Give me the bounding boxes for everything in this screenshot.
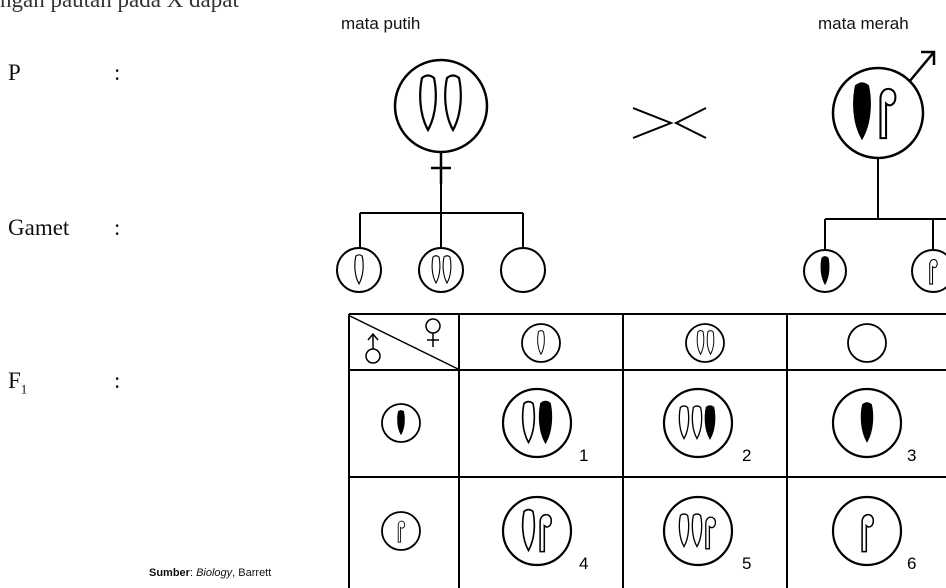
offspring-1-number: 1 [579,446,588,465]
female-symbol-icon [431,152,451,184]
row-colon-p: : [114,60,121,85]
female-parent-cell [393,58,489,154]
row-colon-gamet: : [114,215,121,240]
cross-symbol-icon [632,107,707,139]
offspring-2-cell: 2 [662,387,751,465]
male-gamete-branches [824,218,946,250]
female-corner-symbol-icon [425,318,441,347]
male-corner-symbol-icon [365,332,381,364]
offspring-5-cell: 5 [662,495,751,573]
row-colon-f1: : [114,368,121,393]
female-gamete-single-x [336,247,382,293]
offspring-3-number: 3 [907,446,916,465]
offspring-4-number: 4 [579,554,588,573]
header-female-gamete-double-x [685,323,725,363]
row-label-gamet: Gamet [8,215,70,240]
offspring-1-cell: 1 [501,387,588,465]
cut-off-heading-text: ngan pautan pada X dapat [0,0,239,13]
female-gamete-empty [500,247,546,293]
offspring-5-number: 5 [742,554,751,573]
punnett-grid [348,313,946,588]
header-female-gamete-empty [847,323,887,363]
offspring-3-cell: 3 [831,387,916,465]
male-gamete-y [911,249,946,293]
offspring-6-cell: 6 [831,495,916,573]
red-eye-label: mata merah [818,14,909,33]
row-header-male-gamete-x-red [381,403,421,443]
row-label-f1: F1 [8,368,28,397]
row-header-male-gamete-y [381,511,421,551]
offspring-4-cell: 4 [501,495,588,573]
male-gamete-x-red [803,249,847,293]
row-label-p: P [8,60,21,85]
header-female-gamete-single-x [521,323,561,363]
male-symbol-icon [908,50,936,83]
offspring-2-number: 2 [742,446,751,465]
white-eye-label: mata putih [341,14,421,33]
female-gamete-double-x [418,247,464,293]
offspring-6-number: 6 [907,554,916,573]
source-credit: Sumber: Biology, Barrett [149,567,272,579]
female-gamete-branches [359,212,524,248]
